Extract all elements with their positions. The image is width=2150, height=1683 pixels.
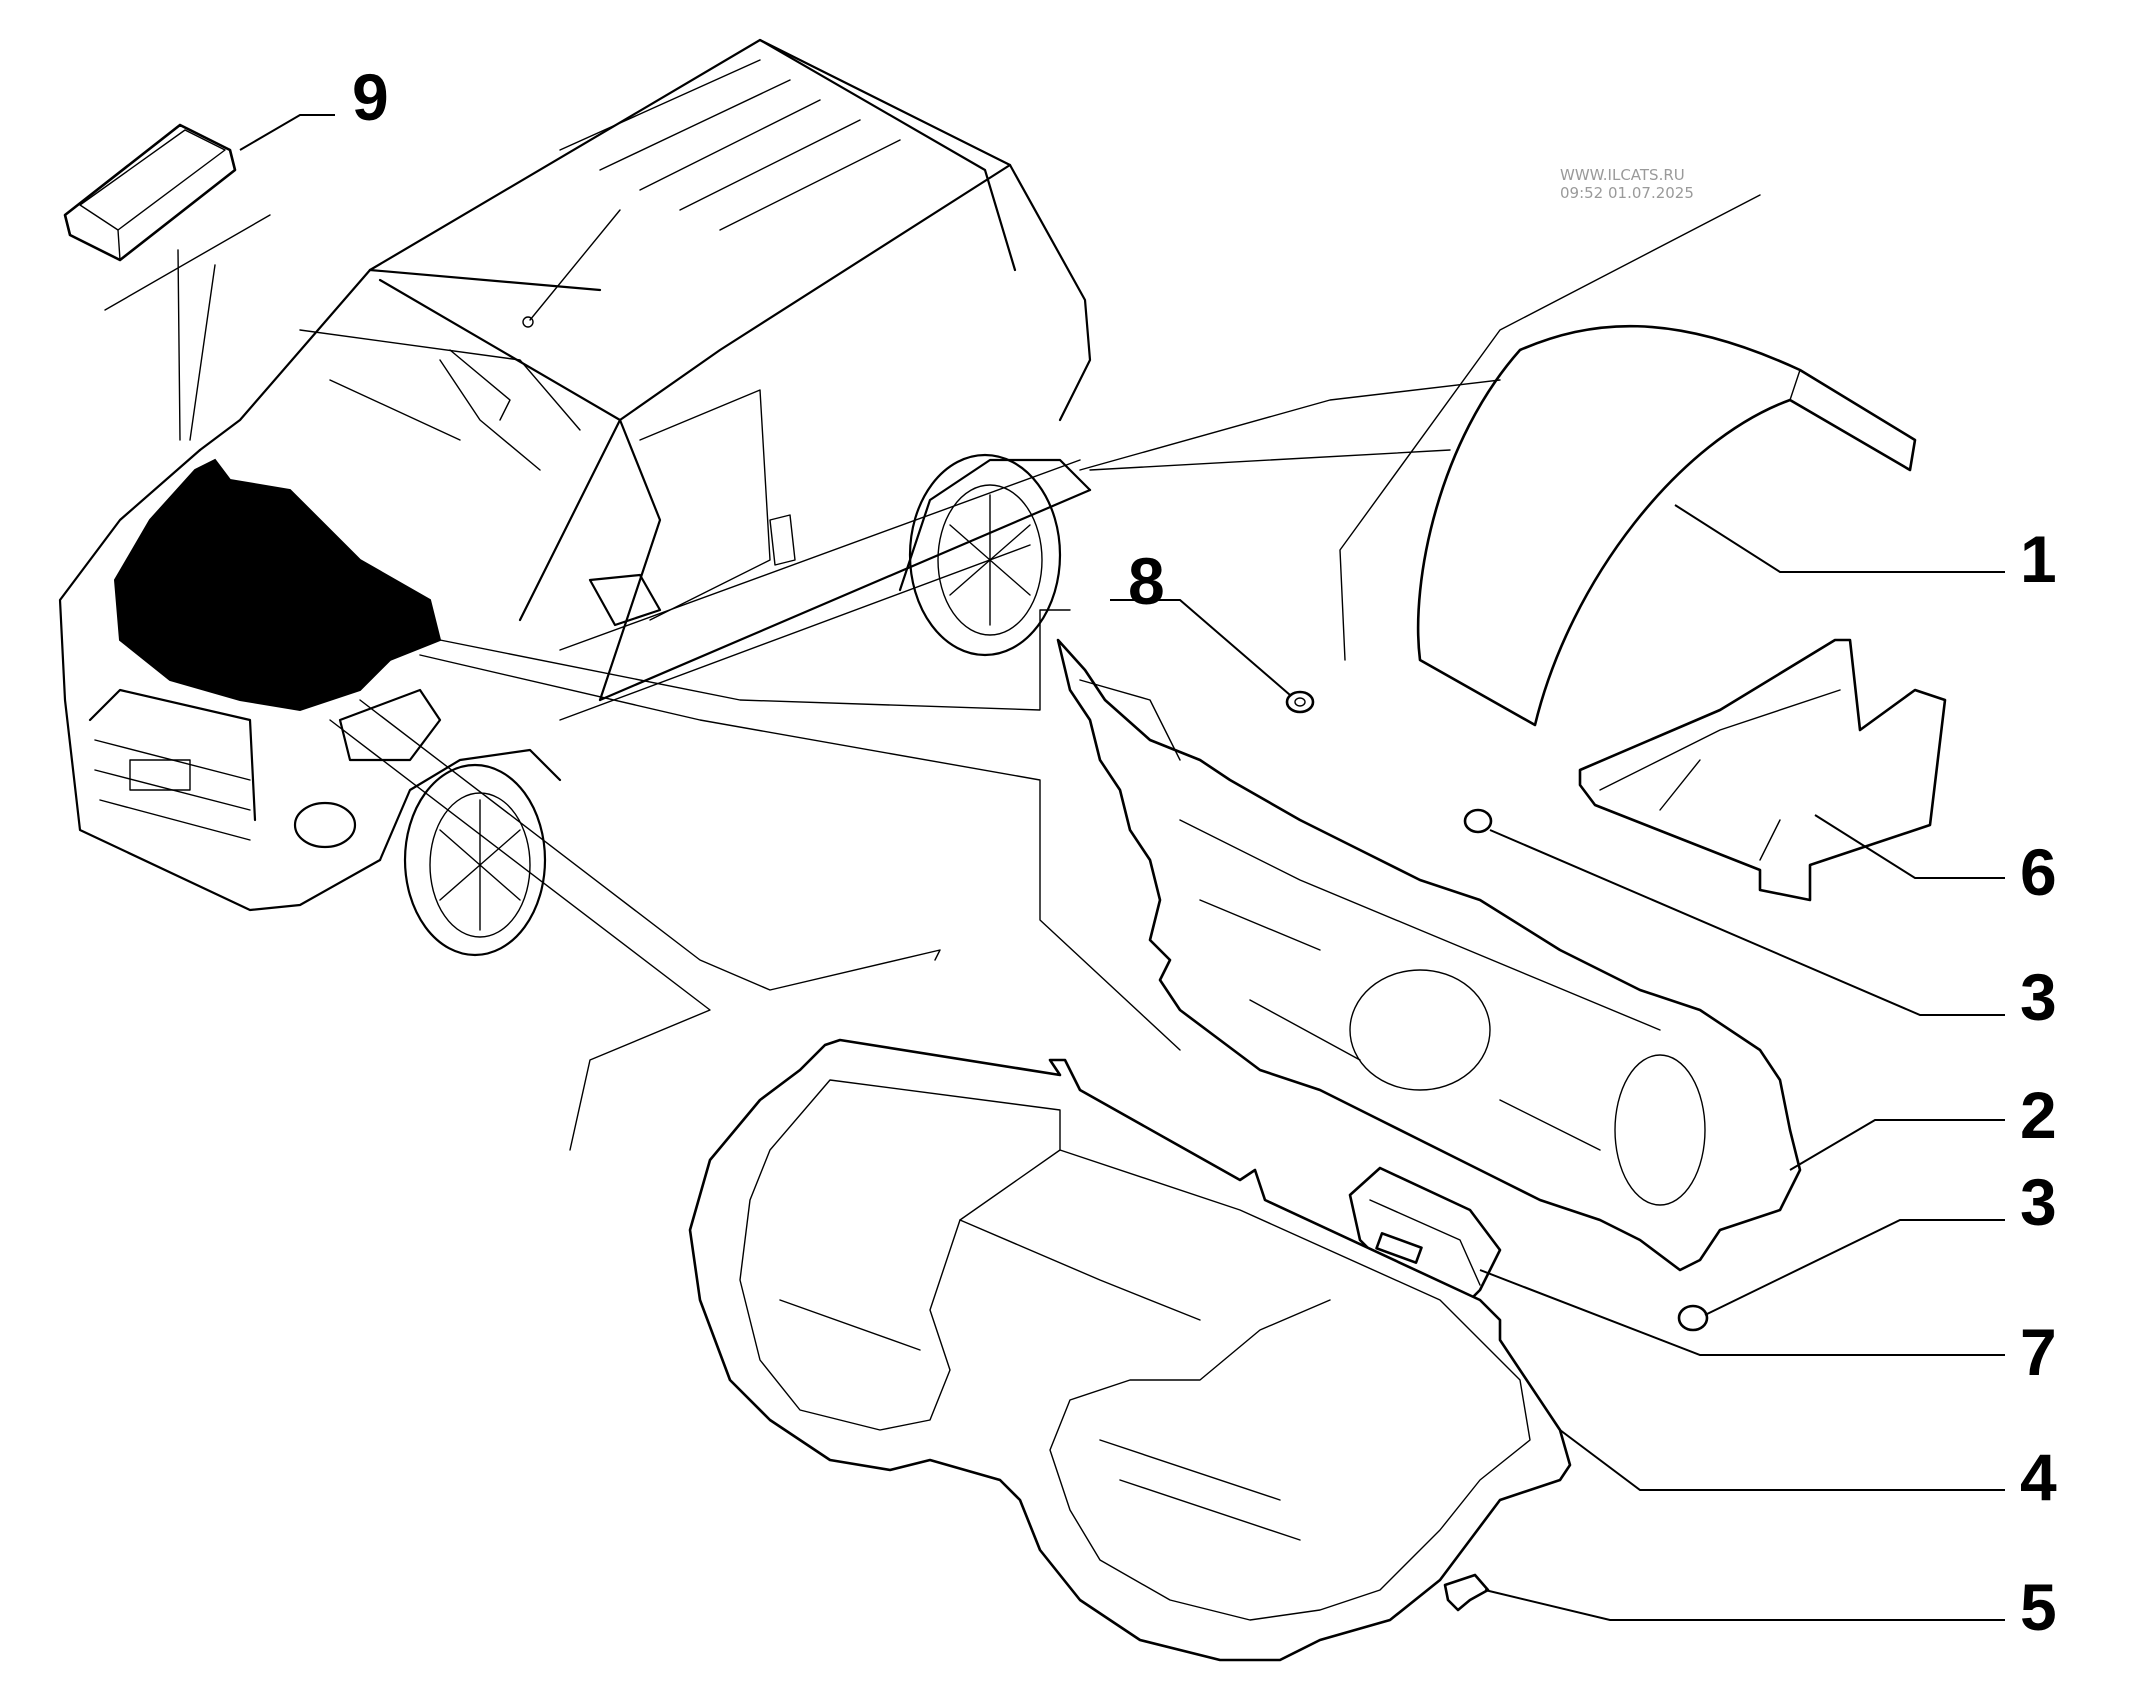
part-9-pad bbox=[63, 123, 237, 262]
callout-2: 2 bbox=[2020, 1078, 2057, 1152]
callout-1: 1 bbox=[2020, 522, 2057, 596]
callout-labels: 1 2 3 3 4 5 6 7 8 9 bbox=[352, 60, 2057, 1644]
watermark-timestamp: 09:52 01.07.2025 bbox=[1560, 184, 1694, 202]
bonnet-insulation-highlight bbox=[113, 458, 442, 712]
part-8-grommet bbox=[1285, 690, 1315, 714]
callout-5: 5 bbox=[2020, 1570, 2057, 1644]
callout-6: 6 bbox=[2020, 835, 2057, 909]
callout-7: 7 bbox=[2020, 1315, 2057, 1389]
callout-4: 4 bbox=[2020, 1440, 2057, 1514]
watermark-site: WWW.ILCATS.RU bbox=[1560, 166, 1685, 184]
part-2-dash-insulation bbox=[1056, 638, 1802, 1272]
part-6-bracket bbox=[1578, 638, 1947, 902]
callout-8: 8 bbox=[1128, 544, 1165, 618]
part-3-plug-lower bbox=[1677, 1304, 1709, 1332]
van-illustration bbox=[58, 38, 1092, 957]
leader-lines bbox=[104, 114, 2005, 1621]
callout-3-lower: 3 bbox=[2020, 1165, 2057, 1239]
callout-3-upper: 3 bbox=[2020, 960, 2057, 1034]
part-1-wheel-arch-liner bbox=[1416, 324, 1917, 727]
part-3-plug-upper bbox=[1463, 808, 1493, 834]
part-5-clip bbox=[1443, 1573, 1490, 1612]
watermark: WWW.ILCATS.RU 09:52 01.07.2025 bbox=[1560, 166, 1694, 202]
part-4-bonnet-insulation bbox=[688, 1038, 1572, 1662]
callout-9: 9 bbox=[352, 60, 389, 134]
